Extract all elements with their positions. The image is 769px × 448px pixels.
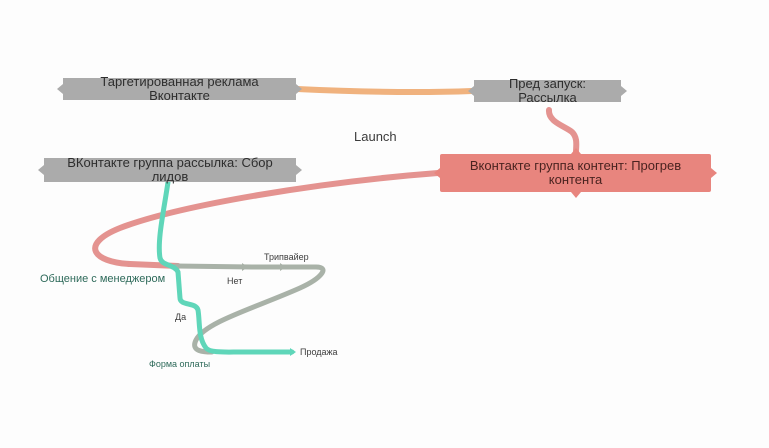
label-sale[interactable]: Продажа <box>300 347 338 357</box>
label-manager[interactable]: Общение с менеджером <box>40 273 166 285</box>
node-connector-right <box>621 86 627 96</box>
node-connector-right <box>711 168 717 178</box>
node-vk-ads[interactable]: Таргетированная реклама Вконтакте <box>57 74 302 103</box>
label-payment[interactable]: Форма оплаты <box>149 359 211 369</box>
arrow-sale-marker <box>290 348 296 356</box>
node-connector-left <box>38 165 44 175</box>
arrow-tripwire-marker <box>280 263 286 271</box>
flow-title: Launch <box>354 129 397 144</box>
node-vk-content-label: Вконтакте группа контент: Прогрев контен… <box>469 158 682 187</box>
link-ads-prelaunch[interactable] <box>294 86 475 96</box>
node-connector-left <box>468 86 474 96</box>
arrow-no-marker <box>242 263 248 271</box>
node-connector-left <box>57 84 63 94</box>
node-vk-group-label: ВКонтакте группа рассылка: Сбор лидов <box>67 155 273 184</box>
node-connector-bottom <box>570 192 581 198</box>
node-pre-launch[interactable]: Пред запуск: Рассылка <box>468 76 627 105</box>
label-yes[interactable]: Да <box>175 312 187 322</box>
node-vk-group[interactable]: ВКонтакте группа рассылка: Сбор лидов <box>38 155 302 184</box>
node-connector-right <box>296 84 302 94</box>
node-connector-top <box>570 148 581 154</box>
link-yes-sale[interactable] <box>156 179 295 355</box>
node-vk-ads-label: Таргетированная реклама Вконтакте <box>100 74 259 103</box>
node-connector-right <box>296 165 302 175</box>
node-pre-launch-label: Пред запуск: Рассылка <box>508 76 587 105</box>
label-tripwire[interactable]: Трипвайер <box>264 252 309 262</box>
node-connector-left <box>434 168 440 178</box>
label-no[interactable]: Нет <box>227 276 243 286</box>
link-no-tripwire[interactable] <box>173 263 326 355</box>
node-vk-content[interactable]: Вконтакте группа контент: Прогрев контен… <box>434 148 717 198</box>
link-content-manager[interactable] <box>92 170 441 269</box>
link-prelaunch-content[interactable] <box>546 107 580 155</box>
